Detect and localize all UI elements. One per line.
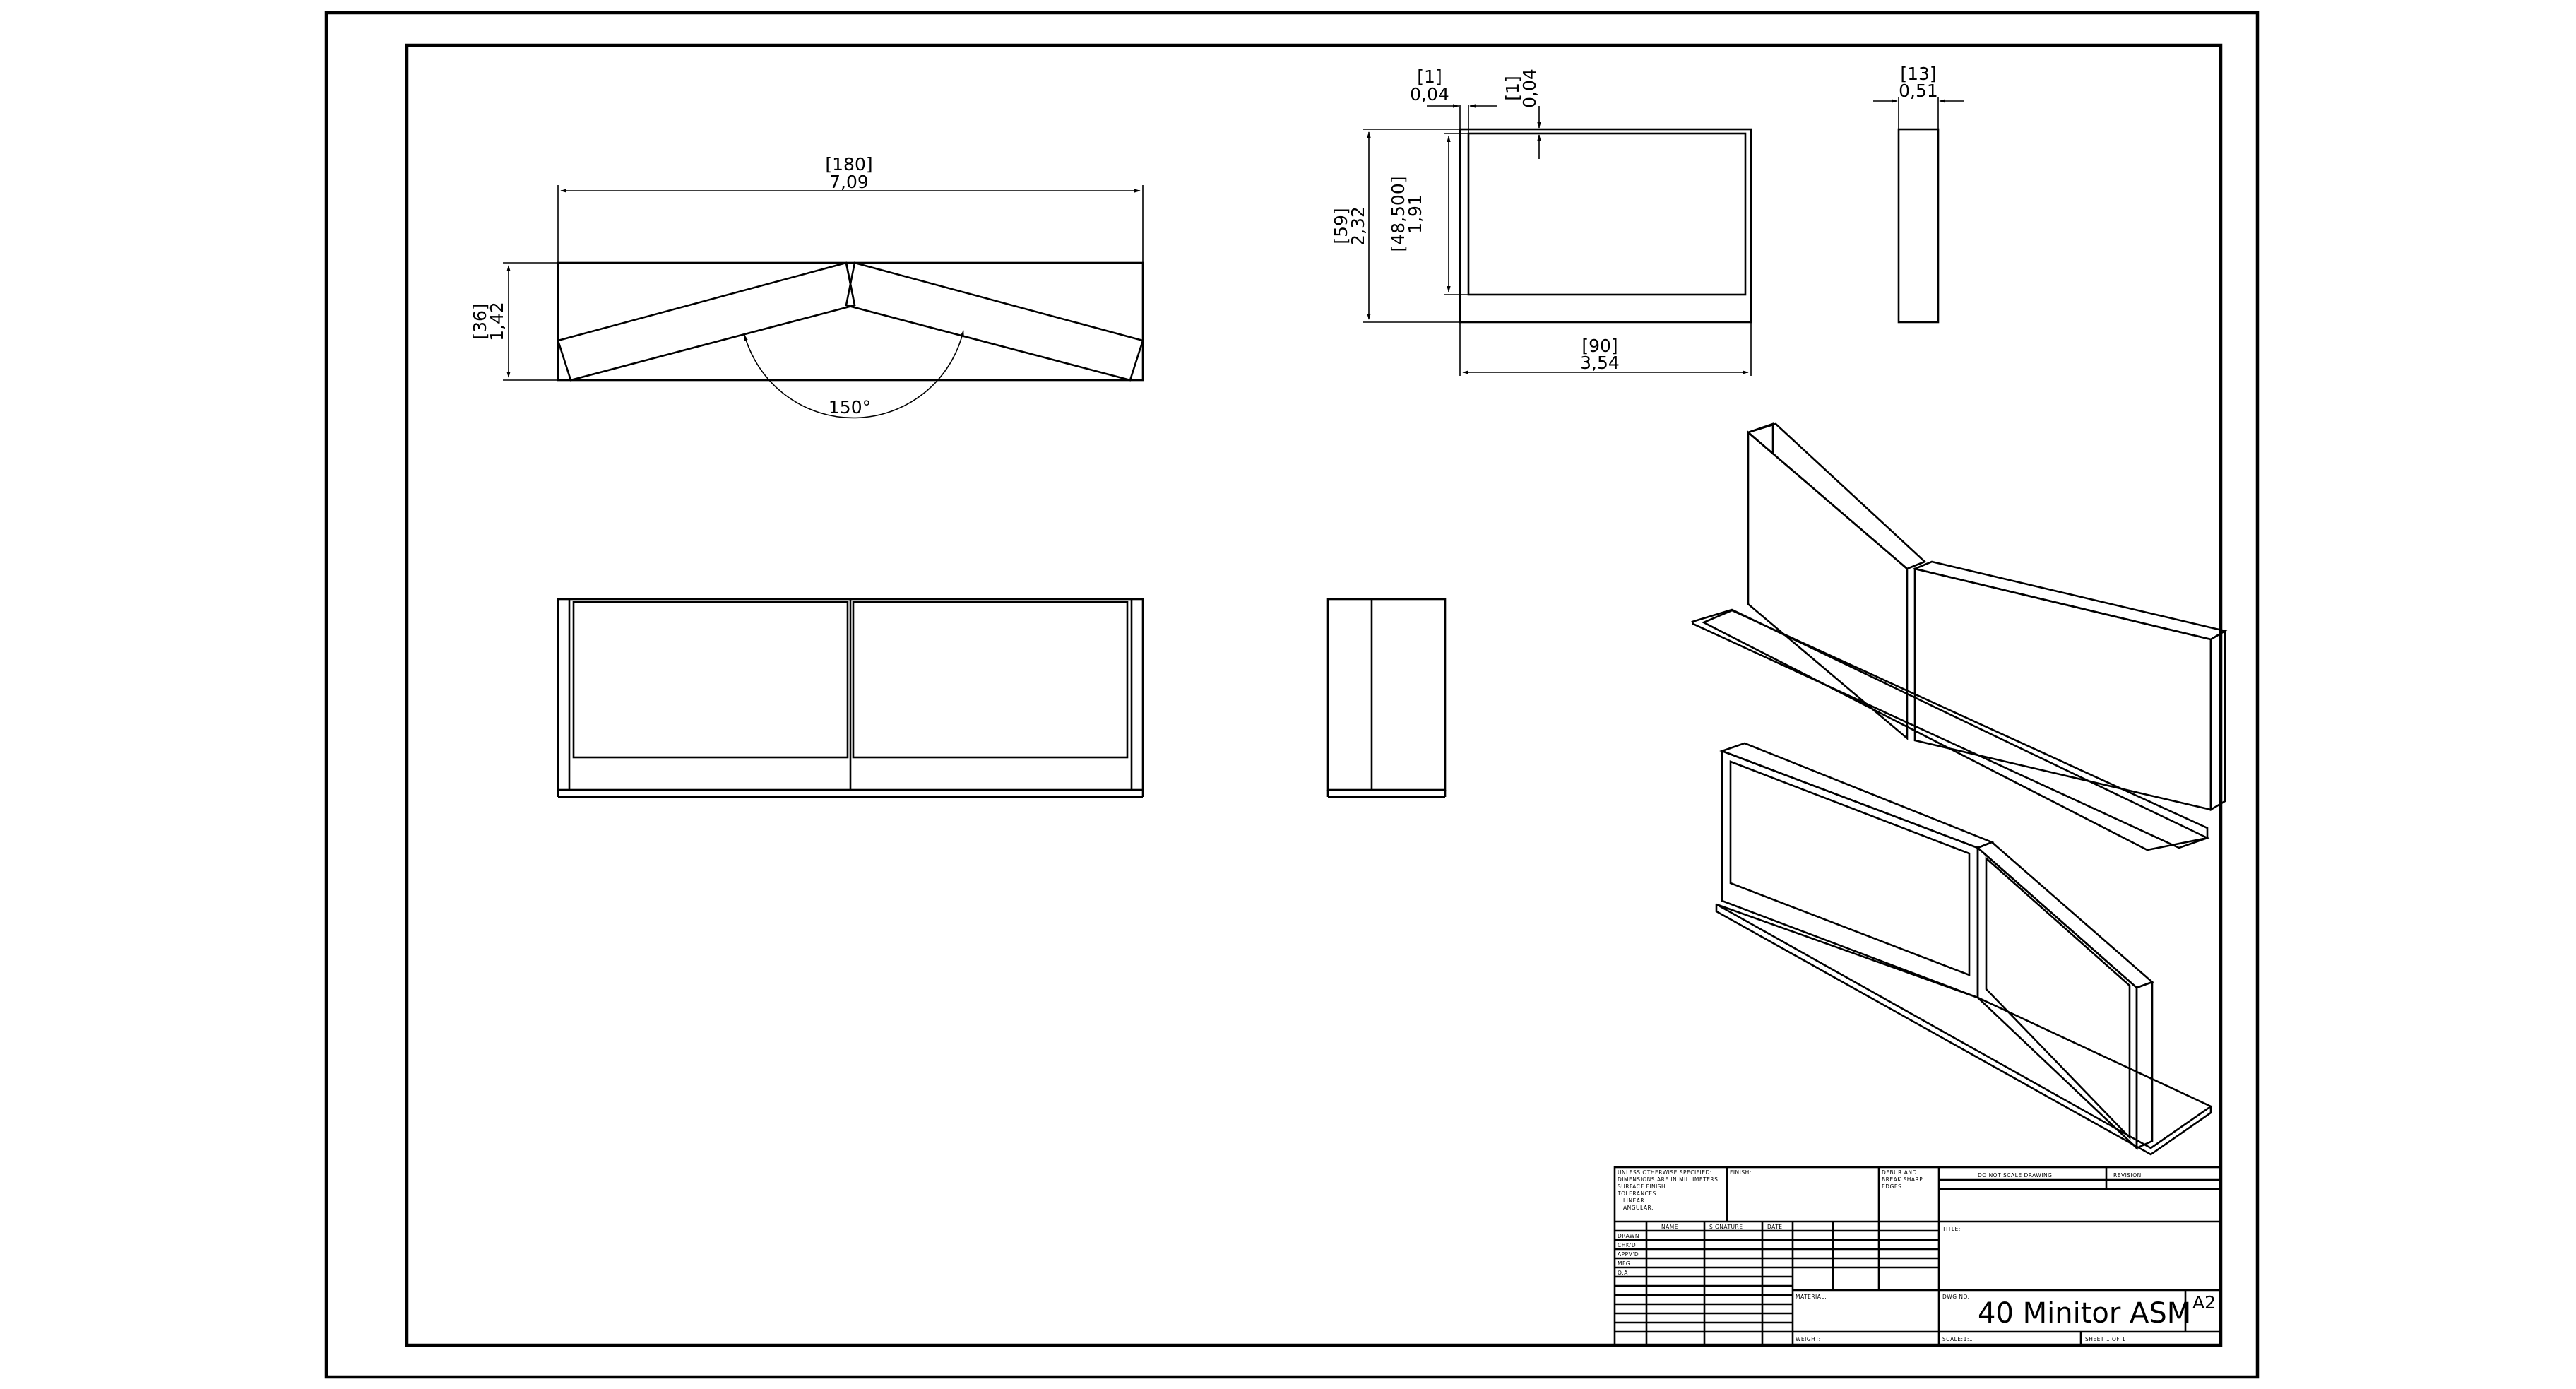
isometric-view-back — [1691, 422, 2228, 851]
inner-border — [405, 43, 2223, 1347]
isometric-view-front — [1715, 742, 2213, 1156]
tb-scale: SCALE:1:1 — [1942, 1336, 1973, 1342]
tb-deburr-2: BREAK SHARP — [1882, 1176, 1923, 1183]
dim-front-width-in: [180] — [825, 154, 872, 175]
dim-front-height-mm: 1,42 — [487, 302, 507, 341]
tb-note-6: ANGULAR: — [1623, 1205, 1654, 1211]
dim-front-height-in: [36] — [470, 303, 490, 339]
tb-note-3: SURFACE FINISH: — [1618, 1183, 1668, 1190]
dim-screen-height-mm: 1,91 — [1405, 194, 1425, 234]
tb-dwg-no-label: DWG NO. — [1942, 1294, 1969, 1300]
dim-side-thickness-in: [13] — [1900, 64, 1936, 84]
dim-monitor-height-mm: 2,32 — [1348, 206, 1368, 246]
tb-col-signature: SIGNATURE — [1709, 1224, 1743, 1230]
dim-front-width-mm: 7,09 — [829, 172, 869, 192]
dim-angle: 150° — [829, 397, 871, 418]
dim-side-thickness-mm: 0,51 — [1899, 81, 1938, 101]
dim-bezel-left-in: [1] — [1417, 66, 1442, 87]
dim-monitor-height-in: [59] — [1331, 208, 1351, 244]
tb-note-1: UNLESS OTHERWISE SPECIFIED: — [1618, 1169, 1712, 1176]
dim-monitor-width-in: [90] — [1581, 336, 1618, 356]
tb-note-2: DIMENSIONS ARE IN MILLIMETERS — [1618, 1176, 1718, 1183]
tb-deburr-1: DEBUR AND — [1882, 1169, 1917, 1176]
tb-row-drawn: DRAWN — [1618, 1233, 1639, 1239]
front-view — [557, 598, 1144, 798]
right-side-view — [1326, 598, 1447, 798]
tb-note-5: LINEAR: — [1623, 1198, 1646, 1204]
tb-col-date: DATE — [1767, 1224, 1783, 1230]
tb-weight: WEIGHT: — [1796, 1336, 1821, 1342]
tb-do-not-scale: DO NOT SCALE DRAWING — [1978, 1172, 2052, 1178]
tb-col-name: NAME — [1661, 1224, 1678, 1230]
title-block: UNLESS OTHERWISE SPECIFIED: DIMENSIONS A… — [1613, 1166, 2222, 1347]
tb-title-label: TITLE: — [1942, 1226, 1961, 1232]
dim-monitor-width-mm: 3,54 — [1580, 353, 1620, 373]
tb-deburr-3: EDGES — [1882, 1183, 1901, 1190]
tb-row-chkd: CHK'D — [1618, 1242, 1636, 1248]
tb-note-4: TOLERANCES: — [1617, 1190, 1658, 1197]
dim-bezel-left-mm: 0,04 — [1410, 84, 1449, 105]
dim-screen-height-in: [48,500] — [1388, 177, 1408, 252]
outer-frame — [324, 11, 2260, 1379]
dim-bezel-top-in: [1] — [1502, 76, 1523, 100]
dim-bezel-top-mm: 0,04 — [1519, 69, 1540, 108]
top-view: [180] 7,09 [36] 1,42 150° — [470, 154, 1144, 419]
tb-sheet: SHEET 1 OF 1 — [2085, 1336, 2125, 1342]
tb-size: A2 — [2192, 1292, 2216, 1313]
tb-row-qa: Q.A — [1618, 1270, 1628, 1276]
tb-revision: REVISION — [2113, 1172, 2142, 1178]
tb-finish: FINISH: — [1730, 1169, 1752, 1176]
monitor-side-view: [13] 0,51 — [1873, 64, 1964, 324]
tb-material: MATERIAL: — [1796, 1294, 1827, 1300]
tb-row-mfg: MFG — [1618, 1260, 1630, 1267]
monitor-front-view: [1] 0,04 [1] 0,04 [59] 2,32 [48,500] 1,9… — [1331, 66, 1752, 376]
tb-dwg-no: 40 Minitor ASM — [1978, 1297, 2191, 1330]
tb-row-appvd: APPV'D — [1618, 1251, 1639, 1258]
